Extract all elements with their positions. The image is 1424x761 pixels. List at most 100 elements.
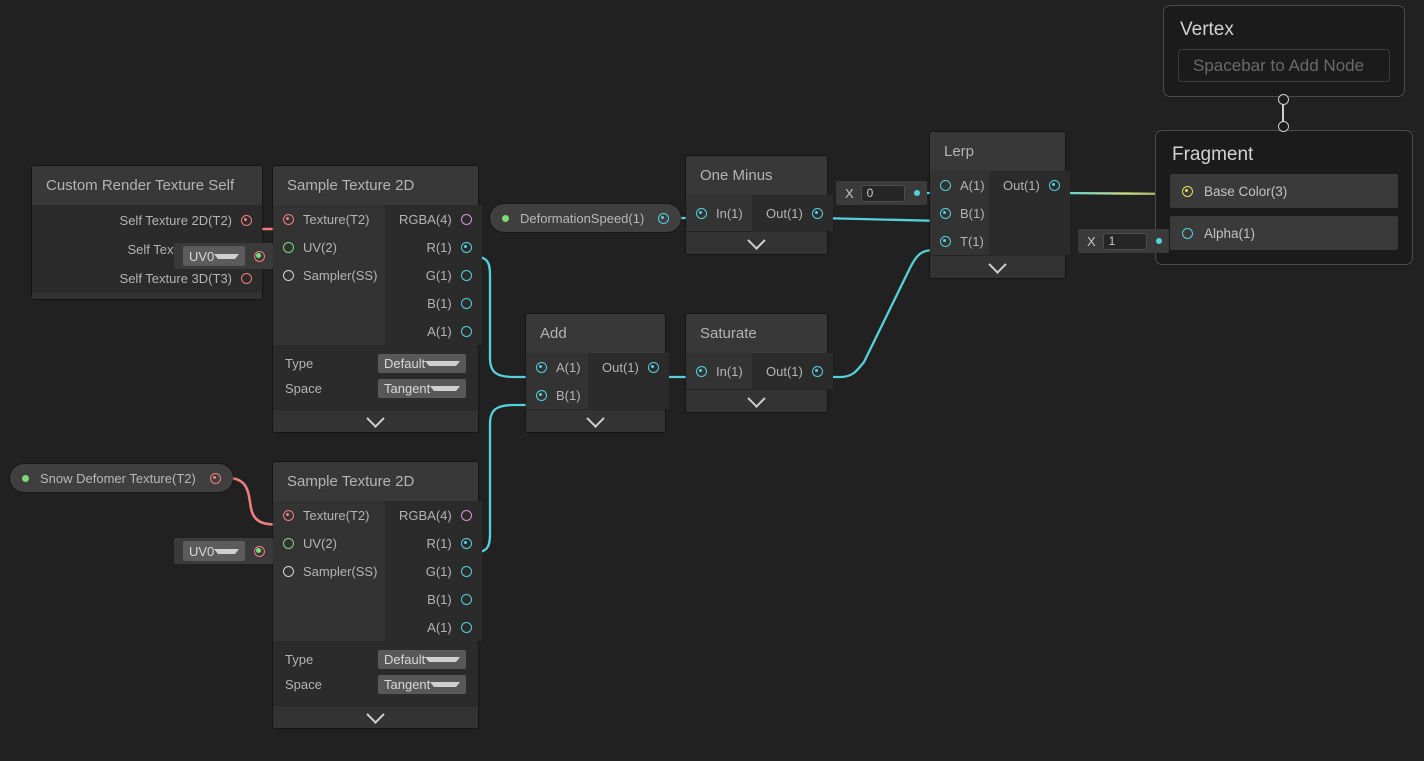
type-dropdown[interactable]: Default [378, 354, 466, 373]
port-b[interactable]: B(1) [526, 381, 588, 409]
port-uv[interactable]: UV(2) [273, 233, 385, 261]
node-custom-render-texture-self[interactable]: Custom Render Texture Self Self Texture … [32, 166, 262, 299]
port-slot-b[interactable] [940, 207, 951, 219]
port-g[interactable]: G(1) [385, 261, 482, 289]
node-fragment-context[interactable]: Fragment Base Color(3) Alpha(1) [1155, 130, 1413, 265]
float-widget-alpha[interactable]: X 1 [1078, 229, 1169, 253]
port-a[interactable]: A(1) [385, 317, 482, 345]
float-input-lerp-a[interactable]: 0 [860, 184, 905, 202]
uv-dropdown-top[interactable]: UV0 [183, 246, 245, 266]
port-slot-self-texture-3d[interactable] [241, 272, 252, 284]
node-sample-texture-2d-bottom[interactable]: Sample Texture 2D Texture(T2) UV(2) Samp… [273, 462, 482, 728]
node-saturate[interactable]: Saturate In(1) Out(1) [686, 314, 833, 412]
port-slot-sampler[interactable] [283, 565, 294, 577]
port-slot-a[interactable] [460, 621, 472, 633]
port-rgba[interactable]: RGBA(4) [385, 205, 482, 233]
collapse-toggle[interactable] [686, 388, 827, 412]
port-out[interactable]: Out(1) [752, 195, 833, 231]
type-dropdown[interactable]: Default [378, 650, 466, 669]
port-b[interactable]: B(1) [385, 585, 482, 613]
port-slot-rgba[interactable] [460, 509, 472, 521]
port-slot-out[interactable] [811, 365, 823, 377]
port-b[interactable]: B(1) [385, 289, 482, 317]
float-widget-output-slot[interactable] [913, 190, 920, 196]
space-dropdown[interactable]: Tangent [378, 675, 466, 694]
port-self-texture-2d[interactable]: Self Texture 2D(T2) [32, 205, 262, 235]
port-slot-rgba[interactable] [460, 213, 472, 225]
setting-space[interactable]: Space Tangent [273, 376, 478, 401]
float-widget-output-slot[interactable] [1155, 238, 1162, 244]
port-a[interactable]: A(1) [930, 171, 989, 199]
port-texture[interactable]: Texture(T2) [273, 501, 385, 529]
setting-type[interactable]: Type Default [273, 351, 478, 376]
property-snow-deformer-texture[interactable]: Snow Defomer Texture(T2) [10, 464, 233, 492]
port-slot-r[interactable] [460, 241, 472, 253]
port-slot-out[interactable] [811, 207, 823, 219]
setting-space[interactable]: Space Tangent [273, 672, 478, 697]
port-texture[interactable]: Texture(T2) [273, 205, 385, 233]
port-slot-a[interactable] [460, 325, 472, 337]
uv-widget-top[interactable]: UV0 [174, 243, 273, 269]
port-sampler[interactable]: Sampler(SS) [273, 261, 385, 289]
collapse-toggle[interactable] [930, 254, 1065, 278]
port-slot-g[interactable] [460, 269, 472, 281]
node-vertex-context[interactable]: Vertex Spacebar to Add Node [1163, 5, 1405, 97]
port-slot-self-texture-2d[interactable] [241, 214, 252, 226]
port-slot-r[interactable] [460, 537, 472, 549]
setting-type[interactable]: Type Default [273, 647, 478, 672]
float-input-alpha[interactable]: 1 [1102, 232, 1147, 250]
block-alpha[interactable]: Alpha(1) [1170, 216, 1398, 250]
port-out[interactable]: Out(1) [588, 353, 669, 381]
collapse-toggle[interactable] [273, 408, 478, 432]
port-slot-b[interactable] [460, 297, 472, 309]
float-widget-lerp-a[interactable]: X 0 [836, 181, 927, 205]
port-slot-uv[interactable] [283, 537, 294, 549]
port-r[interactable]: R(1) [385, 529, 482, 557]
collapse-toggle[interactable] [273, 704, 478, 728]
port-uv[interactable]: UV(2) [273, 529, 385, 557]
port-slot-a[interactable] [536, 361, 547, 373]
port-out[interactable]: Out(1) [752, 353, 833, 389]
port-out[interactable]: Out(1) [989, 171, 1070, 199]
port-sampler[interactable]: Sampler(SS) [273, 557, 385, 585]
property-deformation-speed[interactable]: DeformationSpeed(1) [490, 204, 682, 232]
port-in[interactable]: In(1) [686, 195, 752, 231]
block-slot-base-color[interactable] [1182, 185, 1193, 197]
space-dropdown[interactable]: Tangent [378, 379, 466, 398]
port-slot-g[interactable] [460, 565, 472, 577]
port-slot-out[interactable] [647, 361, 659, 373]
port-rgba[interactable]: RGBA(4) [385, 501, 482, 529]
fragment-stack-connector-top[interactable] [1278, 121, 1289, 132]
node-lerp[interactable]: Lerp A(1) B(1) T(1) Out(1) [930, 132, 1070, 278]
port-r[interactable]: R(1) [385, 233, 482, 261]
property-output-slot[interactable] [658, 212, 670, 224]
node-sample-texture-2d-top[interactable]: Sample Texture 2D Texture(T2) UV(2) Samp… [273, 166, 482, 432]
port-a[interactable]: A(1) [385, 613, 482, 641]
uv-widget-bottom[interactable]: UV0 [174, 538, 273, 564]
collapse-toggle[interactable] [686, 230, 827, 254]
port-slot-in[interactable] [696, 365, 707, 377]
port-b[interactable]: B(1) [930, 199, 989, 227]
node-one-minus[interactable]: One Minus In(1) Out(1) [686, 156, 833, 254]
vertex-empty-hint[interactable]: Spacebar to Add Node [1178, 49, 1390, 82]
uv-widget-output-slot[interactable] [254, 545, 265, 557]
port-slot-uv[interactable] [283, 241, 294, 253]
port-slot-b[interactable] [536, 389, 547, 401]
block-base-color[interactable]: Base Color(3) [1170, 174, 1398, 208]
port-g[interactable]: G(1) [385, 557, 482, 585]
port-self-texture-3d[interactable]: Self Texture 3D(T3) [32, 263, 262, 293]
port-slot-in[interactable] [696, 207, 707, 219]
port-a[interactable]: A(1) [526, 353, 588, 381]
port-in[interactable]: In(1) [686, 353, 752, 389]
port-slot-texture[interactable] [283, 213, 294, 225]
port-slot-sampler[interactable] [283, 269, 294, 281]
port-slot-texture[interactable] [283, 509, 294, 521]
property-output-slot[interactable] [209, 472, 221, 484]
block-slot-alpha[interactable] [1182, 227, 1193, 239]
port-slot-out[interactable] [1048, 179, 1060, 191]
uv-widget-output-slot[interactable] [254, 250, 265, 262]
port-slot-b[interactable] [460, 593, 472, 605]
collapse-toggle[interactable] [526, 408, 665, 432]
port-t[interactable]: T(1) [930, 227, 989, 255]
